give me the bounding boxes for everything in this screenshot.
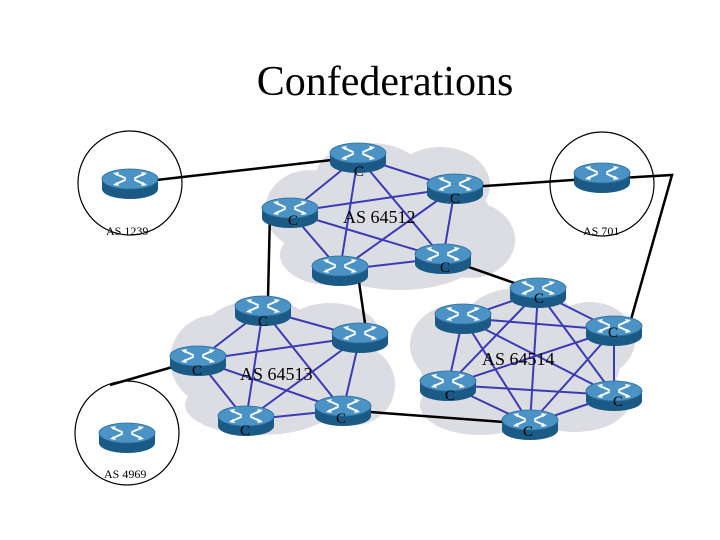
router-label: C (523, 424, 533, 440)
as-label-64512: AS 64512 (343, 207, 416, 227)
as-label-64513: AS 64513 (240, 364, 313, 384)
router-as64513-mid[interactable] (331, 322, 389, 354)
as-label-64514: AS 64514 (482, 349, 555, 369)
page-title: Confederations (256, 59, 514, 105)
router-as64512-bottom-left[interactable] (311, 255, 369, 287)
as-label-4969: AS 4969 (104, 467, 146, 481)
router-label: C (288, 213, 298, 229)
router-as64514-left[interactable] (434, 303, 492, 335)
router-as4969[interactable] (98, 422, 156, 454)
router-as1239[interactable] (101, 168, 159, 200)
router-label: C (240, 423, 250, 439)
router-label: C (258, 314, 268, 330)
router-as701[interactable] (573, 162, 631, 194)
router-label: C (450, 191, 460, 207)
router-label: C (354, 164, 364, 180)
as-label-701: AS 701 (583, 224, 619, 238)
router-label: C (440, 260, 450, 276)
router-label: C (608, 325, 618, 341)
router-label: C (445, 388, 455, 404)
router-label: C (192, 363, 202, 379)
router-label: C (613, 394, 623, 410)
router-label: C (336, 411, 346, 427)
as-label-1239: AS 1239 (106, 224, 148, 238)
router-label: C (534, 291, 544, 307)
